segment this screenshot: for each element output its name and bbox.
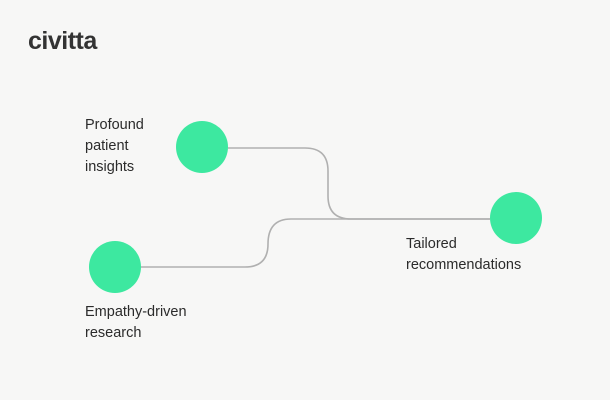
connector-research-to-recommendations (141, 218, 490, 268)
node-label-tailored-recommendations: Tailored recommendations (406, 236, 522, 273)
node-profound-patient-insights[interactable] (176, 121, 228, 173)
connector-insights-to-recommendations (228, 147, 490, 220)
civitta-logo: civitta (28, 27, 97, 55)
node-tailored-recommendations[interactable] (490, 192, 542, 244)
node-empathy-driven-research[interactable] (89, 241, 141, 293)
node-label-empathy-driven-research: Empathy-driven research (85, 304, 187, 341)
node-label-profound-patient-insights: Profound patient insights (85, 117, 144, 175)
